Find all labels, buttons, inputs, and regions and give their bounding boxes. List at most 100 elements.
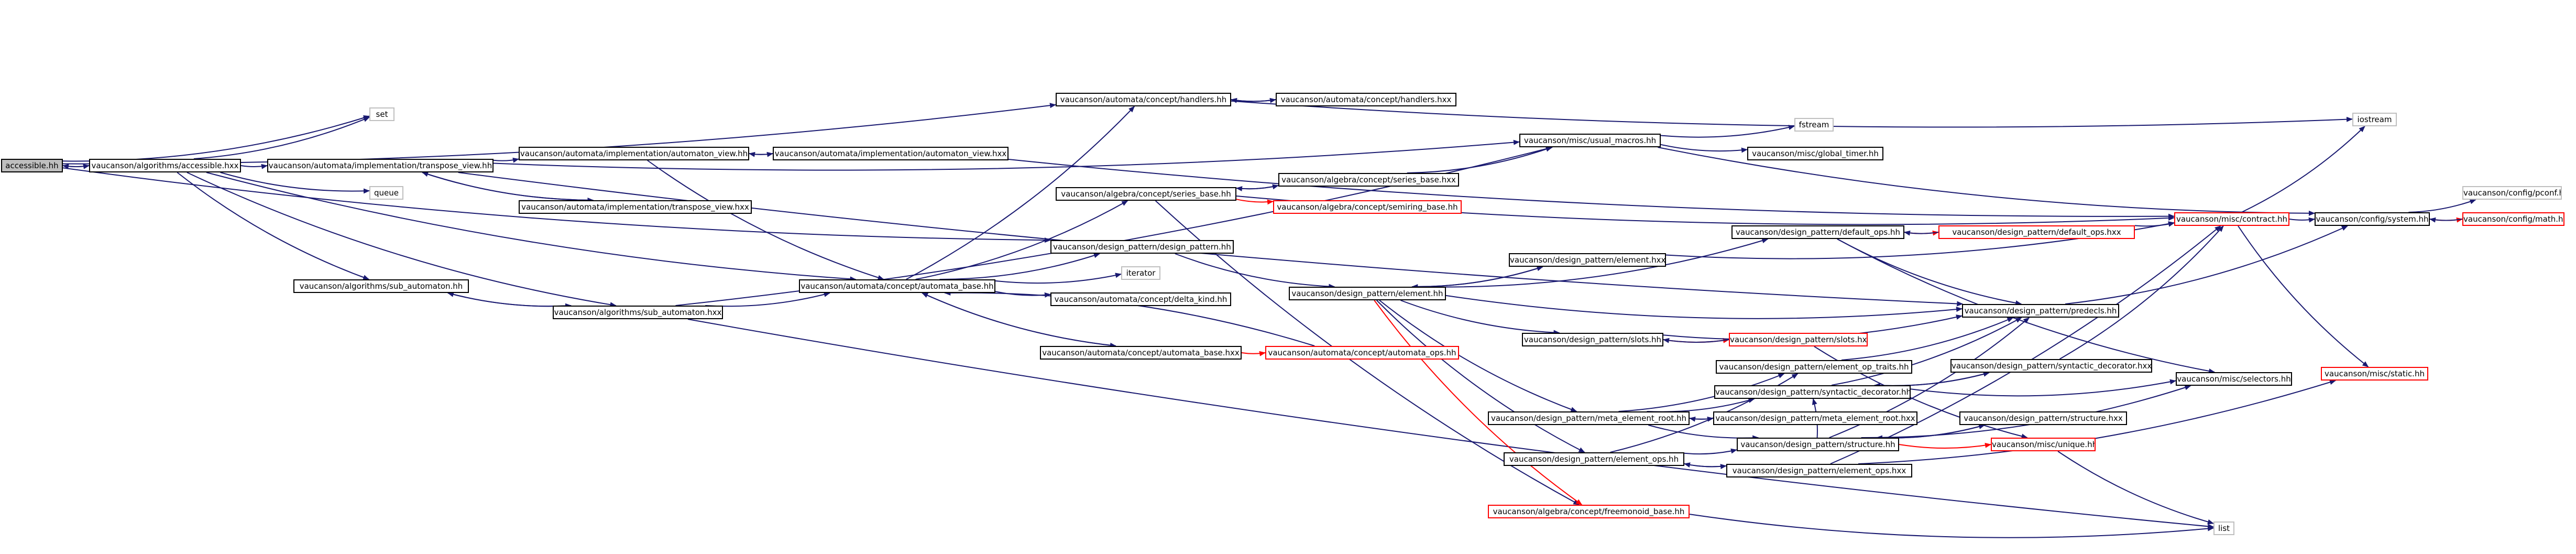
edge-contract-hh-to-iostream — [2241, 126, 2365, 213]
node-structure-hxx[interactable]: vaucanson/design_pattern/structure.hxx — [1959, 411, 2127, 425]
node-automata-base-hxx[interactable]: vaucanson/automata/concept/automata_base… — [1040, 346, 1242, 360]
edge-automata-base-hh-to-iterator — [995, 273, 1122, 284]
edge-default-ops-hxx-to-contract-hh — [2134, 221, 2175, 227]
edge-usual-macros-hh-to-system-hh — [1658, 147, 2315, 216]
node-transpose-view-hh[interactable]: vaucanson/automata/implementation/transp… — [267, 159, 494, 172]
node-freemonoid-base-hh[interactable]: vaucanson/algebra/concept/freemonoid_bas… — [1488, 505, 1690, 518]
node-set[interactable]: set — [369, 107, 394, 121]
node-element-hh[interactable]: vaucanson/design_pattern/element.hh — [1289, 287, 1446, 300]
node-default-ops-hh[interactable]: vaucanson/design_pattern/default_ops.hh — [1731, 225, 1904, 239]
edge-alg-accessible-hxx-to-automata-base-hh — [206, 172, 857, 282]
edge-unique-hh-to-list — [2057, 451, 2214, 525]
edge-automata-base-hh-to-delta-kind-hh — [995, 291, 1051, 298]
node-element-ops-hxx[interactable]: vaucanson/design_pattern/element_ops.hxx — [1726, 464, 1912, 477]
edge-syntactic-decorator-hh-to-predecls-hh — [1831, 317, 2022, 386]
edge-transpose-view-hxx-to-transpose-view-hh — [422, 171, 594, 201]
node-automata-base-hh[interactable]: vaucanson/automata/concept/automata_base… — [799, 279, 995, 293]
edge-element-hh-to-element-ops-hh — [1376, 300, 1585, 453]
edge-default-ops-hxx-to-default-ops-hh — [1904, 230, 1939, 236]
edge-system-hh-to-pconf-hh — [2408, 199, 2476, 213]
node-handlers-hxx[interactable]: vaucanson/automata/concept/handlers.hxx — [1276, 93, 1456, 106]
edge-element-ops-hxx-to-contract-hh — [1830, 225, 2221, 464]
node-selectors-hh[interactable]: vaucanson/misc/selectors.hh — [2176, 372, 2292, 386]
node-iterator[interactable]: iterator — [1121, 266, 1160, 280]
edge-element-ops-hxx-to-element-ops-hh — [1684, 462, 1727, 468]
edge-slots-hxx-to-slots-hh — [1663, 338, 1729, 343]
edge-alg-accessible-hxx-to-accessible-hh — [62, 164, 90, 169]
node-alg-accessible-hxx[interactable]: vaucanson/algorithms/accessible.hxx — [89, 159, 241, 172]
node-element-ops-hh[interactable]: vaucanson/design_pattern/element_ops.hh — [1504, 452, 1684, 466]
edge-series-base-hh-to-semiring-base-hh — [1236, 199, 1274, 205]
node-slots-hh[interactable]: vaucanson/design_pattern/slots.hh — [1522, 333, 1663, 346]
node-delta-kind-hh[interactable]: vaucanson/automata/concept/delta_kind.hh — [1050, 292, 1231, 306]
node-iostream[interactable]: iostream — [2352, 113, 2397, 126]
edge-usual-macros-hh-to-global-timer-hh — [1660, 144, 1748, 153]
node-syntactic-decorator-hh[interactable]: vaucanson/design_pattern/syntactic_decor… — [1714, 385, 1911, 399]
node-static-hh[interactable]: vaucanson/misc/static.hh — [2321, 367, 2428, 381]
node-structure-hh[interactable]: vaucanson/design_pattern/structure.hh — [1737, 438, 1899, 451]
node-element-hxx[interactable]: vaucanson/design_pattern/element.hxx — [1509, 253, 1666, 267]
node-series-base-hh[interactable]: vaucanson/algebra/concept/series_base.hh — [1056, 187, 1236, 201]
edge-handlers-hxx-to-handlers-hh — [1231, 97, 1276, 103]
edge-element-ops-hh-to-structure-hh — [1684, 448, 1737, 455]
edge-sub-automaton-hxx-to-list — [687, 319, 2214, 529]
edge-element-hh-to-slots-hh — [1400, 300, 1560, 335]
node-unique-hh[interactable]: vaucanson/misc/unique.hh — [1991, 438, 2096, 451]
node-element-op-traits-hh[interactable]: vaucanson/design_pattern/element_op_trai… — [1716, 360, 1912, 374]
node-accessible-hh: accessible.hh — [1, 159, 63, 172]
edge-alg-accessible-hxx-to-sub-automaton-hh — [177, 172, 370, 280]
edge-usual-macros-hh-to-fstream — [1660, 125, 1795, 138]
edge-series-base-hxx-to-usual-macros-hh — [1407, 146, 1552, 173]
node-meta-element-root-hxx[interactable]: vaucanson/design_pattern/meta_element_ro… — [1713, 411, 1917, 425]
edge-alg-accessible-hxx-to-queue — [220, 172, 370, 194]
node-contract-hh[interactable]: vaucanson/misc/contract.hh — [2174, 212, 2289, 226]
node-global-timer-hh[interactable]: vaucanson/misc/global_timer.hh — [1747, 147, 1883, 160]
edge-element-hh-to-predecls-hh — [1445, 295, 1963, 319]
node-pconf-hh[interactable]: vaucanson/config/pconf.hh — [2462, 186, 2562, 200]
node-list[interactable]: list — [2213, 522, 2234, 535]
node-sub-automaton-hh[interactable]: vaucanson/algorithms/sub_automaton.hh — [293, 279, 469, 293]
edge-element-ops-hxx-to-static-hh — [1858, 379, 2336, 464]
node-syntactic-decorator-hxx[interactable]: vaucanson/design_pattern/syntactic_decor… — [1950, 359, 2152, 373]
edge-element-hh-to-meta-element-root-hh — [1379, 300, 1577, 412]
edge-alg-accessible-hxx-to-transpose-view-hh — [240, 164, 268, 169]
edge-transpose-view-hh-to-automaton-view-hh — [493, 157, 519, 163]
node-queue[interactable]: queue — [369, 186, 403, 200]
node-design-pattern-hh[interactable]: vaucanson/design_pattern/design_pattern.… — [1050, 240, 1234, 254]
node-automaton-view-hh[interactable]: vaucanson/automata/implementation/automa… — [519, 147, 749, 160]
edge-series-base-hxx-to-series-base-hh — [1236, 185, 1279, 192]
node-transpose-view-hxx[interactable]: vaucanson/automata/implementation/transp… — [519, 200, 752, 214]
node-automata-ops-hh[interactable]: vaucanson/automata/concept/automata_ops.… — [1265, 346, 1459, 360]
node-system-hh[interactable]: vaucanson/config/system.hh — [2315, 212, 2430, 226]
edge-transpose-view-hh-to-usual-macros-hh — [493, 139, 1520, 171]
node-series-base-hxx[interactable]: vaucanson/algebra/concept/series_base.hx… — [1278, 173, 1459, 187]
edge-automata-base-hh-to-design-pattern-hh — [939, 253, 1100, 280]
edge-automata-base-hh-to-handlers-hh — [906, 106, 1135, 280]
edge-automaton-view-hxx-to-contract-hh — [1008, 159, 2175, 219]
node-meta-element-root-hh[interactable]: vaucanson/design_pattern/meta_element_ro… — [1488, 411, 1690, 425]
node-fstream[interactable]: fstream — [1794, 118, 1834, 132]
edge-syntactic-decorator-hxx-to-contract-hh — [2059, 225, 2224, 360]
edge-automaton-view-hxx-to-automaton-view-hh — [749, 151, 773, 157]
edge-element-hh-to-freemonoid-base-hh — [1374, 300, 1583, 505]
edge-automaton-view-hh-to-automata-base-hh — [647, 160, 884, 280]
edge-meta-element-root-hh-to-element-op-traits-hh — [1618, 373, 1785, 412]
edge-automata-base-hxx-to-automata-base-hh — [922, 292, 1116, 346]
edge-element-op-traits-hh-to-predecls-hh — [1841, 317, 2014, 361]
edge-element-hh-to-default-ops-hh — [1417, 238, 1769, 288]
edge-syntactic-decorator-hh-to-selectors-hh — [1910, 379, 2176, 397]
edge-automata-base-hh-to-series-base-hh — [915, 200, 1128, 280]
node-slots-hxx[interactable]: vaucanson/design_pattern/slots.hxx — [1729, 333, 1868, 346]
node-default-ops-hxx[interactable]: vaucanson/design_pattern/default_ops.hxx — [1938, 225, 2135, 239]
node-sub-automaton-hxx[interactable]: vaucanson/algorithms/sub_automaton.hxx — [553, 306, 723, 319]
edge-automata-base-hxx-to-automata-ops-hh — [1241, 351, 1266, 356]
node-usual-macros-hh[interactable]: vaucanson/misc/usual_macros.hh — [1519, 134, 1661, 147]
node-automaton-view-hxx[interactable]: vaucanson/automata/implementation/automa… — [773, 147, 1009, 160]
node-math-hh[interactable]: vaucanson/config/math.hh — [2462, 212, 2564, 226]
node-predecls-hh[interactable]: vaucanson/design_pattern/predecls.hh — [1962, 304, 2119, 318]
edge-structure-hh-to-unique-hh — [1899, 442, 1991, 449]
node-handlers-hh[interactable]: vaucanson/automata/concept/handlers.hh — [1056, 93, 1231, 106]
node-semiring-base-hh[interactable]: vaucanson/algebra/concept/semiring_base.… — [1273, 200, 1462, 214]
